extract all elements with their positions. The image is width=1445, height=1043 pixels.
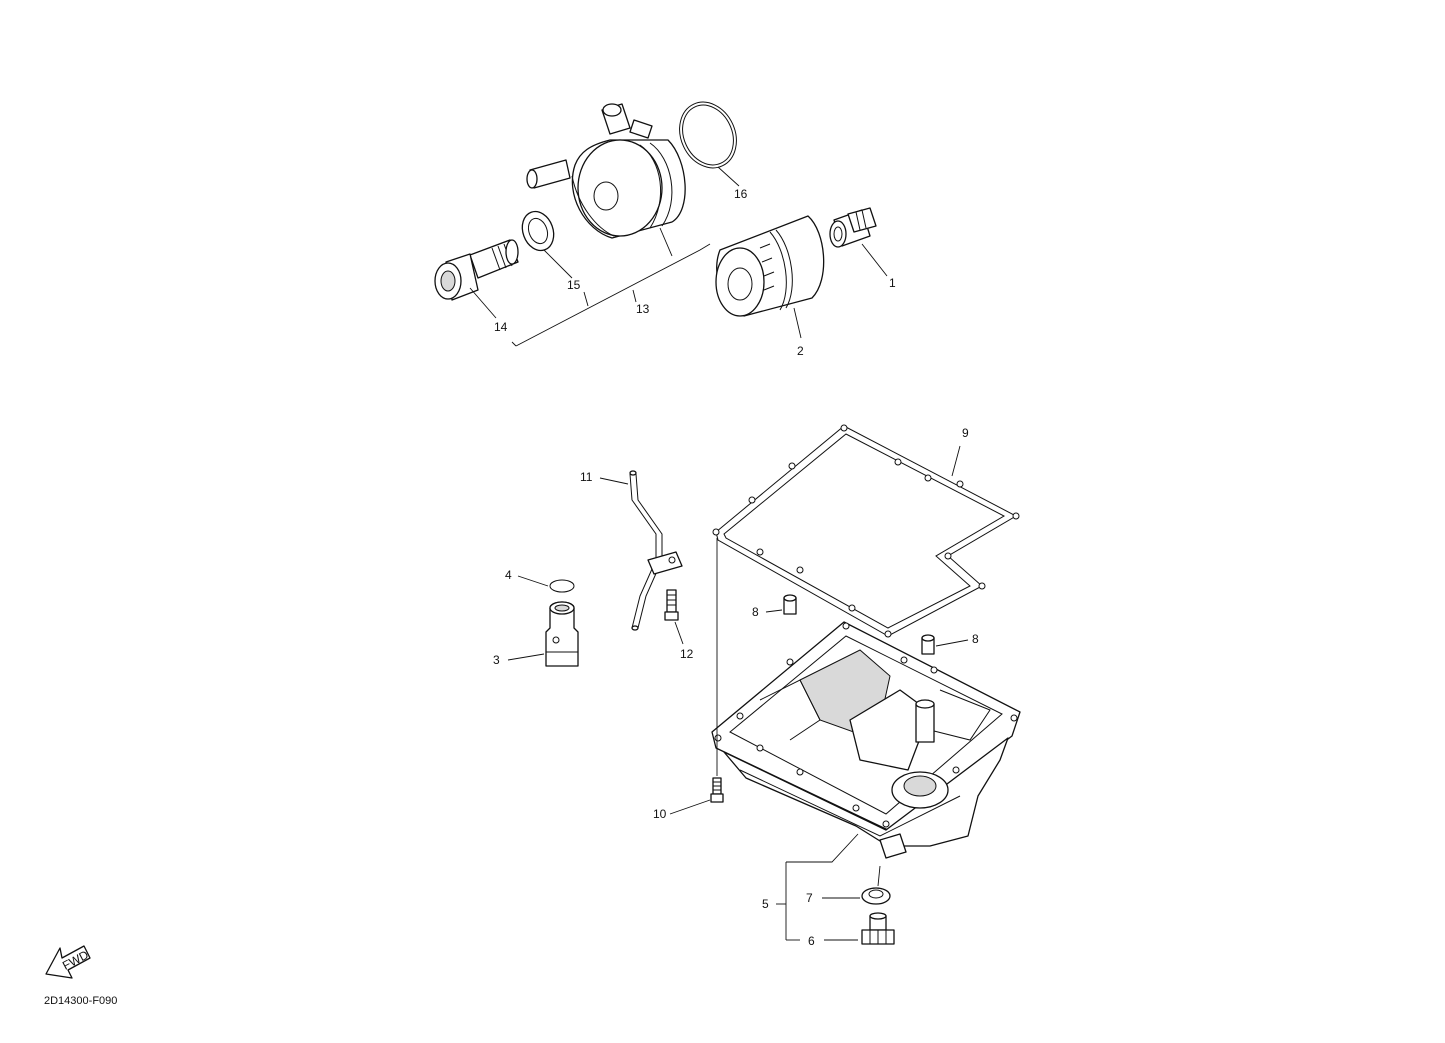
callout-11[interactable]: 11 xyxy=(580,470,593,484)
callout-7[interactable]: 7 xyxy=(806,891,813,905)
oil-filter-part-2[interactable] xyxy=(715,215,825,317)
callout-10[interactable]: 10 xyxy=(653,807,667,821)
callout-12[interactable]: 12 xyxy=(680,647,694,661)
callout-labels: 16 1 2 15 13 14 9 11 4 8 8 3 12 10 5 7 6 xyxy=(493,187,979,948)
callout-14[interactable]: 14 xyxy=(494,320,508,334)
union-bolt-part-1[interactable] xyxy=(829,207,877,248)
upper-leader-lines xyxy=(469,166,888,347)
callout-5[interactable]: 5 xyxy=(762,897,769,911)
oil-pipe-part-11[interactable] xyxy=(629,470,683,631)
washer-part-15[interactable] xyxy=(517,207,559,255)
union-bolt-part-14[interactable] xyxy=(434,239,519,301)
lower-leader-lines xyxy=(507,445,969,941)
callout-1[interactable]: 1 xyxy=(889,276,896,290)
oil-pan[interactable] xyxy=(711,621,1021,859)
gasket-part-7[interactable] xyxy=(861,887,891,905)
callout-6[interactable]: 6 xyxy=(808,934,815,948)
dowel-pin-part-8b[interactable] xyxy=(921,634,935,655)
oil-cooler-part-13[interactable] xyxy=(526,103,686,239)
forward-direction-arrow: FWD xyxy=(45,945,91,979)
oil-strainer-part-3[interactable] xyxy=(545,601,579,667)
o-ring-part-16[interactable] xyxy=(669,93,747,177)
callout-8a[interactable]: 8 xyxy=(752,605,759,619)
callout-16[interactable]: 16 xyxy=(734,187,748,201)
callout-8b[interactable]: 8 xyxy=(972,632,979,646)
dowel-pin-part-8a[interactable] xyxy=(783,594,797,615)
bolt-part-10[interactable] xyxy=(710,538,724,803)
callout-4[interactable]: 4 xyxy=(505,568,512,582)
gasket-bolt-holes xyxy=(712,424,1020,638)
callout-9[interactable]: 9 xyxy=(962,426,969,440)
bolt-part-12[interactable] xyxy=(664,589,679,621)
callout-2[interactable]: 2 xyxy=(797,344,804,358)
callout-3[interactable]: 3 xyxy=(493,653,500,667)
callout-15[interactable]: 15 xyxy=(567,278,581,292)
callout-13[interactable]: 13 xyxy=(636,302,650,316)
o-ring-part-4[interactable] xyxy=(549,579,575,593)
drain-bolt-part-6[interactable] xyxy=(861,912,895,945)
oil-pan-gasket-part-9[interactable] xyxy=(712,424,1020,638)
diagram-code: 2D14300-F090 xyxy=(44,995,117,1007)
